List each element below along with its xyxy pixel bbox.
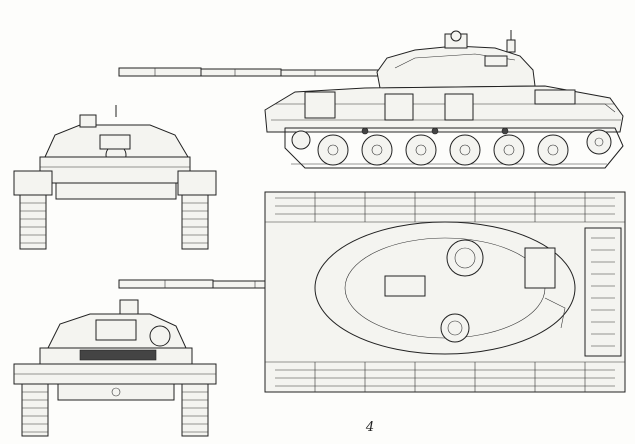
gun-barrel [118,67,382,77]
hull [264,85,624,133]
tank-front-view [13,105,217,250]
turret [314,221,576,355]
turret [44,105,189,166]
running-gear [284,127,624,169]
idler-wheel [291,130,311,150]
tracks [19,194,209,250]
road-wheels [317,134,569,166]
hull [13,156,217,200]
commander-hatch [446,239,484,277]
tank-rear-view [13,299,217,437]
tank-side-view [118,30,624,169]
loader-hatch [440,313,470,343]
page-number: 4 [365,420,375,435]
hull [13,347,217,401]
tank-top-view [118,191,626,393]
drive-sprocket [586,129,612,155]
tracks [21,383,209,437]
turret [376,30,536,89]
